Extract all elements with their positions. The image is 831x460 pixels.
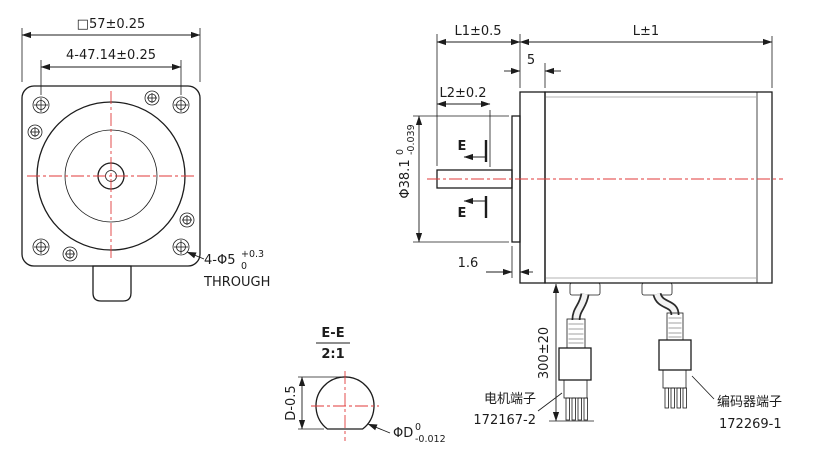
mounting-hole — [32, 238, 50, 256]
holes-callout-base: 4-Φ5 — [204, 253, 235, 268]
dim-flange-thickness: 5 — [504, 53, 561, 88]
section-cut-mark-bottom: E — [458, 196, 488, 221]
side-view: L1±0.5 L±1 5 L2±0.2 Φ38.1 — [395, 24, 783, 432]
motor-cable — [571, 293, 590, 321]
mounting-hole — [172, 238, 190, 256]
dim-flange-thickness-label: 5 — [527, 53, 535, 68]
cable-gland-right — [641, 282, 673, 296]
dim-across-flat-label: D-0.5 — [284, 385, 299, 420]
front-flange — [519, 91, 546, 284]
motor-connector — [558, 318, 592, 421]
holes-callout-note: THROUGH — [203, 275, 270, 290]
mounting-holes — [32, 96, 190, 256]
dim-total-length: L±1 — [519, 24, 773, 88]
section-mark-label-bottom: E — [458, 206, 467, 221]
holes-callout-tol-upper: +0.3 — [241, 249, 264, 260]
motor-body — [544, 91, 773, 284]
section-cut-mark-top: E — [458, 139, 488, 162]
bottom-tab — [92, 265, 132, 302]
dim-boss-height: 1.6 — [458, 246, 533, 278]
dia-callout-base: ΦD — [393, 426, 413, 441]
assembly-screw — [62, 246, 78, 262]
encoder-terminal-callout: 编码器端子 172269-1 — [691, 375, 782, 432]
section-scale: 2:1 — [321, 347, 344, 362]
assembly-screw — [144, 90, 160, 106]
encoder-terminal-part: 172269-1 — [719, 417, 782, 432]
encoder-cable — [652, 292, 680, 316]
dia-callout-tol-lower: -0.012 — [415, 434, 446, 445]
dia-callout-tol-upper: 0 — [415, 422, 421, 433]
shaft-section — [315, 376, 375, 430]
dim-cable-length-label: 300±20 — [537, 327, 552, 379]
pilot-dia-tol-upper: 0 — [395, 149, 406, 155]
mounting-hole — [32, 96, 50, 114]
cable-gland-left — [569, 282, 601, 296]
section-view: E-E 2:1 D-0.5 ΦD 0 -0.012 — [284, 326, 446, 445]
dim-total-length-label: L±1 — [633, 24, 659, 39]
dim-flat-length-label: L2±0.2 — [439, 86, 486, 101]
dim-boss-height-label: 1.6 — [458, 256, 479, 271]
dim-flat-length: L2±0.2 — [436, 86, 491, 167]
dia-callout: ΦD 0 -0.012 — [367, 422, 446, 445]
assembly-screw — [27, 124, 43, 140]
section-mark-label-top: E — [458, 139, 467, 154]
encoder-connector — [658, 312, 692, 409]
pilot-dia-base: Φ38.1 — [398, 159, 413, 198]
assembly-screw — [179, 212, 195, 228]
mounting-hole — [172, 96, 190, 114]
holes-callout-tol-lower: 0 — [241, 261, 247, 272]
motor-terminal-label: 电机端子 — [484, 392, 536, 407]
dim-across-flat: D-0.5 — [284, 376, 341, 430]
dim-square-flange-label: □57±0.25 — [77, 17, 146, 32]
pilot-dia-tol-lower: -0.039 — [406, 124, 417, 155]
holes-callout: 4-Φ5 +0.3 0 THROUGH — [186, 249, 270, 290]
encoder-terminal-label: 编码器端子 — [717, 395, 782, 410]
dim-cable-length: 300±20 — [537, 283, 594, 422]
motor-terminal-callout: 电机端子 172167-2 — [473, 392, 563, 428]
dim-hole-spacing: 4-47.14±0.25 — [40, 48, 182, 95]
dim-hole-spacing-label: 4-47.14±0.25 — [66, 48, 156, 63]
dim-shaft-length-label: L1±0.5 — [454, 24, 501, 39]
section-title: E-E — [321, 326, 344, 341]
assembly-screws — [27, 90, 195, 262]
dim-square-flange: □57±0.25 — [21, 17, 201, 82]
motor-terminal-part: 172167-2 — [473, 413, 536, 428]
dim-pilot-diameter: Φ38.1 0 -0.039 — [395, 115, 509, 243]
front-view: □57±0.25 4-47.14±0.25 4-Φ5 +0.3 0 THROUG… — [21, 17, 270, 302]
